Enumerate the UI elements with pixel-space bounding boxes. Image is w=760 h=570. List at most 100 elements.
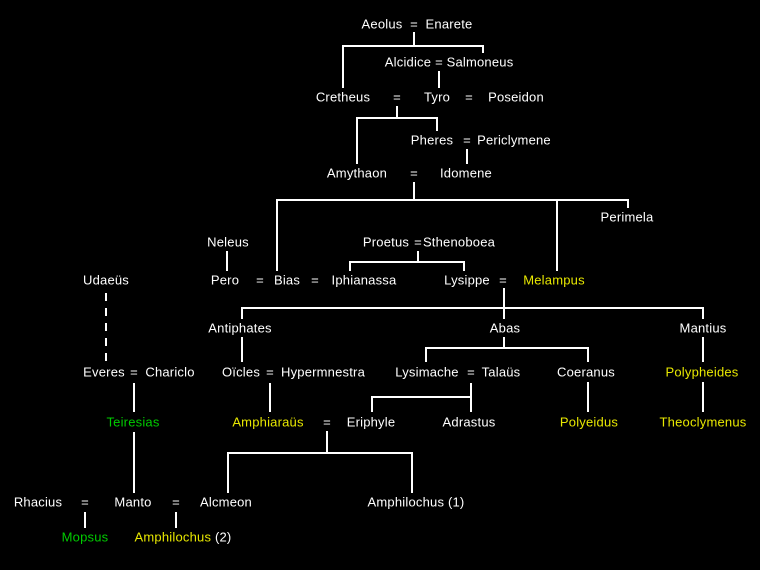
equals-sign: =	[463, 132, 471, 148]
tree-line	[503, 288, 505, 319]
tree-line	[503, 337, 505, 349]
person-chariclo: Chariclo	[145, 364, 195, 380]
tree-line	[241, 307, 704, 309]
tree-line	[436, 118, 438, 131]
person-aeolus: Aeolus	[361, 16, 403, 32]
person-theoclymenus: Theoclymenus	[659, 414, 747, 430]
tree-line	[482, 46, 484, 53]
person-neleus: Neleus	[207, 234, 249, 250]
person-talaus: Talaüs	[481, 364, 521, 380]
person-mopsus: Mopsus	[61, 529, 109, 545]
equals-sign: =	[465, 89, 473, 105]
tree-line	[425, 348, 427, 362]
equals-sign: =	[435, 54, 443, 70]
tree-line	[276, 200, 278, 271]
tree-line	[227, 452, 413, 454]
person-polypheides: Polypheides	[665, 364, 739, 380]
equals-sign: =	[467, 364, 475, 380]
person-eriphyle: Eriphyle	[346, 414, 396, 430]
equals-sign: =	[130, 364, 138, 380]
tree-line	[175, 512, 177, 528]
person-manto: Manto	[114, 494, 152, 510]
tree-line	[466, 149, 468, 164]
person-melampus: Melampus	[523, 272, 585, 288]
equals-sign: =	[266, 364, 274, 380]
person-oicles: Oïcles	[221, 364, 261, 380]
dashed-descent-line	[105, 293, 107, 362]
person-adrastus: Adrastus	[442, 414, 496, 430]
person-alcmeon: Alcmeon	[200, 494, 252, 510]
person-bias: Bias	[273, 272, 301, 288]
equals-sign: =	[81, 494, 89, 510]
person-enarete: Enarete	[425, 16, 473, 32]
tree-line	[133, 432, 135, 493]
person-name-part: Amphilochus	[134, 529, 212, 545]
tree-line	[702, 308, 704, 319]
person-alcidice: Alcidice	[384, 54, 432, 70]
person-amphiaraus: Amphiaraüs	[232, 414, 304, 430]
tree-line	[627, 200, 629, 208]
person-pheres: Pheres	[410, 132, 454, 148]
person-everes: Everes	[83, 364, 125, 380]
tree-line	[226, 251, 228, 271]
tree-line	[276, 199, 629, 201]
equals-sign: =	[393, 89, 401, 105]
person-salmoneus: Salmoneus	[446, 54, 514, 70]
tree-line	[396, 106, 398, 118]
equals-sign: =	[499, 272, 507, 288]
person-sthenoboea: Sthenoboea	[422, 234, 496, 250]
tree-line	[342, 46, 344, 88]
person-name-part: (2)	[211, 529, 232, 545]
tree-line	[463, 262, 465, 271]
tree-line	[349, 262, 351, 271]
person-lysippe: Lysippe	[444, 272, 490, 288]
person-proetus: Proetus	[362, 234, 410, 250]
equals-sign: =	[311, 272, 319, 288]
tree-line	[356, 118, 358, 164]
tree-line	[371, 396, 472, 398]
tree-line	[342, 45, 484, 47]
person-perimela: Perimela	[600, 209, 654, 225]
tree-line	[417, 251, 419, 262]
tree-line	[587, 348, 589, 362]
tree-line	[227, 453, 229, 493]
person-amphilochus-1: Amphilochus (1)	[367, 494, 465, 510]
tree-line	[438, 71, 440, 88]
tree-line	[413, 32, 415, 46]
person-teiresias: Teiresias	[106, 414, 160, 430]
tree-line	[425, 347, 589, 349]
person-hypermnestra: Hypermnestra	[280, 364, 366, 380]
person-amphilochus-2: Amphilochus (2)	[135, 530, 232, 545]
equals-sign: =	[172, 494, 180, 510]
tree-line	[702, 382, 704, 412]
tree-line	[241, 308, 243, 319]
tree-line	[411, 453, 413, 493]
tree-line	[556, 200, 558, 271]
person-mantius: Mantius	[679, 320, 727, 336]
tree-line	[269, 383, 271, 412]
tree-line	[702, 337, 704, 362]
person-udaeus: Udaeüs	[82, 272, 130, 288]
equals-sign: =	[256, 272, 264, 288]
tree-line	[356, 117, 438, 119]
person-amythaon: Amythaon	[326, 165, 388, 181]
person-antiphates: Antiphates	[208, 320, 272, 336]
person-rhacius: Rhacius	[13, 494, 63, 510]
equals-sign: =	[410, 16, 418, 32]
person-iphianassa: Iphianassa	[331, 272, 397, 288]
person-polyeidus: Polyeidus	[559, 414, 619, 430]
tree-line	[241, 337, 243, 362]
equals-sign: =	[323, 414, 331, 430]
tree-line	[371, 397, 373, 412]
equals-sign: =	[410, 165, 418, 181]
person-periclymene: Periclymene	[477, 132, 551, 148]
person-pero: Pero	[210, 272, 240, 288]
equals-sign: =	[414, 234, 422, 250]
person-tyro: Tyro	[423, 89, 451, 105]
tree-line	[133, 383, 135, 412]
person-abas: Abas	[489, 320, 521, 336]
tree-line	[413, 182, 415, 200]
person-poseidon: Poseidon	[488, 89, 544, 105]
person-idomene: Idomene	[440, 165, 492, 181]
